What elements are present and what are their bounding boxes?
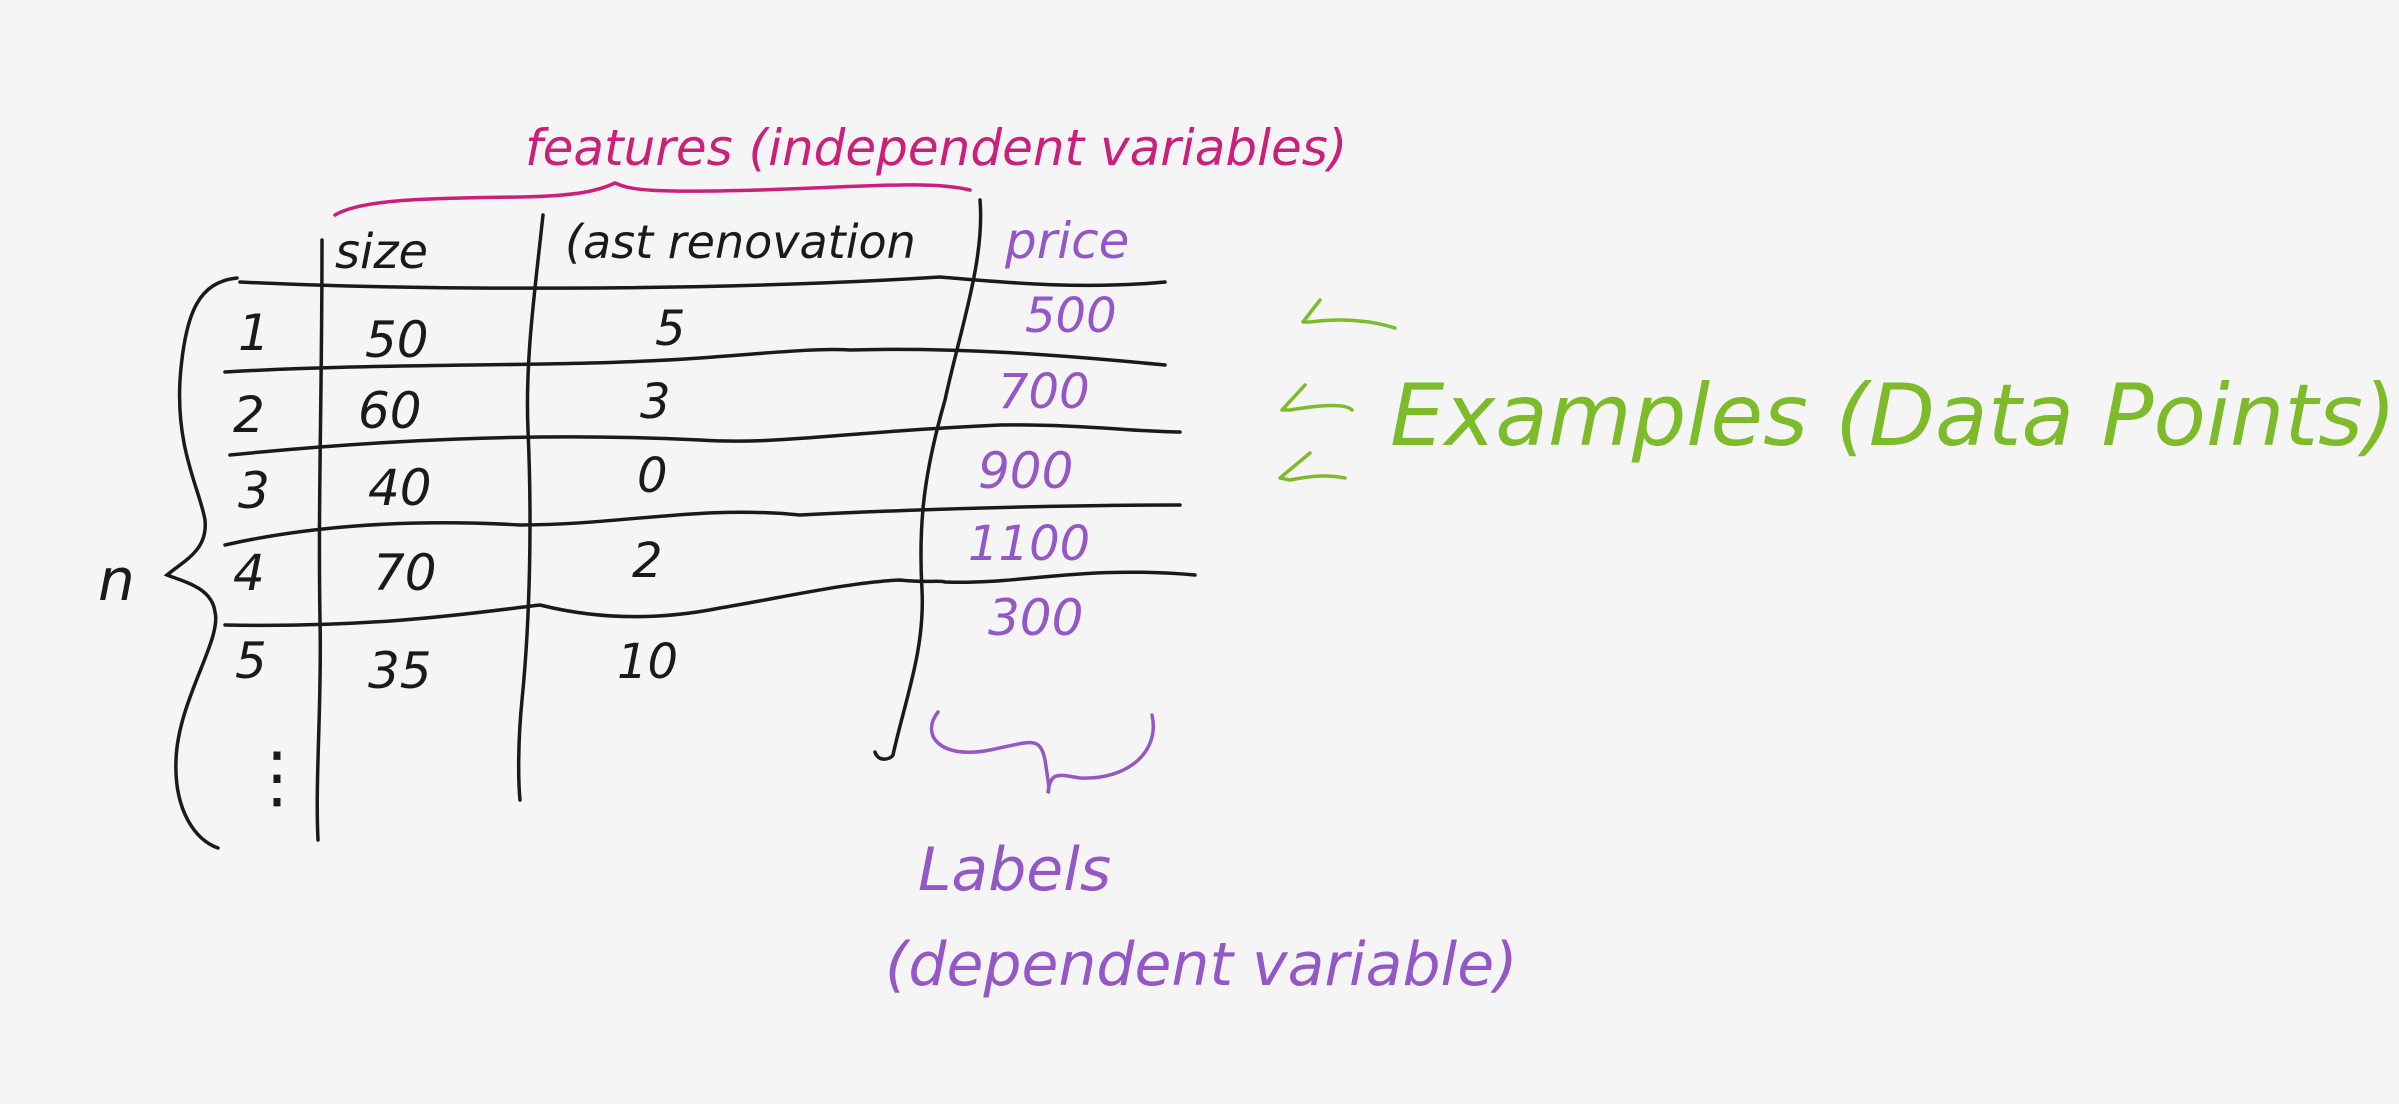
examples-heading: Examples (Data Points) [1390, 366, 2396, 466]
row-2-price: 700 [998, 364, 1090, 420]
table-column-lines [315, 198, 983, 842]
row-2-renovation: 3 [640, 374, 671, 430]
row-3-price: 900 [978, 442, 1073, 500]
rows-brace [163, 276, 239, 850]
row-3-renovation: 0 [637, 448, 668, 504]
row-1-renovation: 5 [655, 301, 686, 357]
header-size: size [335, 224, 428, 280]
row-5-id: 5 [235, 632, 267, 690]
row-5-price: 300 [988, 589, 1083, 647]
header-renovation: (ast renovation [565, 215, 916, 269]
rows-ellipsis: ⋮ [243, 738, 311, 817]
column-line-1 [315, 238, 324, 842]
row-line-4 [223, 503, 1182, 547]
row-5-size: 35 [368, 642, 432, 700]
example-arrow-1 [1301, 298, 1397, 330]
labels-heading-line2: (dependent variable) [885, 930, 1518, 1000]
column-line-2 [516, 213, 545, 802]
column-line-3 [873, 198, 983, 761]
row-4-renovation: 2 [632, 533, 663, 589]
labels-heading-line1: Labels [918, 835, 1111, 905]
example-arrows [1278, 298, 1397, 482]
row-4-id: 4 [233, 544, 265, 602]
row-3-size: 40 [368, 459, 432, 517]
row-line-1 [238, 275, 1167, 290]
row-3-id: 3 [238, 462, 270, 520]
row-4-size: 70 [373, 544, 437, 602]
table-row-lines [223, 275, 1197, 628]
row-line-5 [223, 570, 1197, 628]
row-line-3 [228, 423, 1182, 457]
labels-brace [929, 710, 1155, 794]
row-1-size: 50 [365, 311, 429, 369]
row-1-id: 1 [238, 304, 270, 362]
row-2-id: 2 [233, 386, 265, 444]
row-1-price: 500 [1025, 288, 1117, 344]
count-symbol: n [98, 546, 135, 614]
features-brace [333, 181, 972, 217]
row-2-size: 60 [358, 382, 422, 440]
row-line-2 [223, 347, 1167, 374]
features-heading: features (independent variables) [525, 119, 1347, 177]
example-arrow-2 [1280, 383, 1354, 412]
example-arrow-3 [1278, 451, 1347, 482]
header-price: price [1004, 212, 1129, 270]
row-4-price: 1100 [968, 516, 1090, 572]
row-5-renovation: 10 [617, 634, 678, 690]
